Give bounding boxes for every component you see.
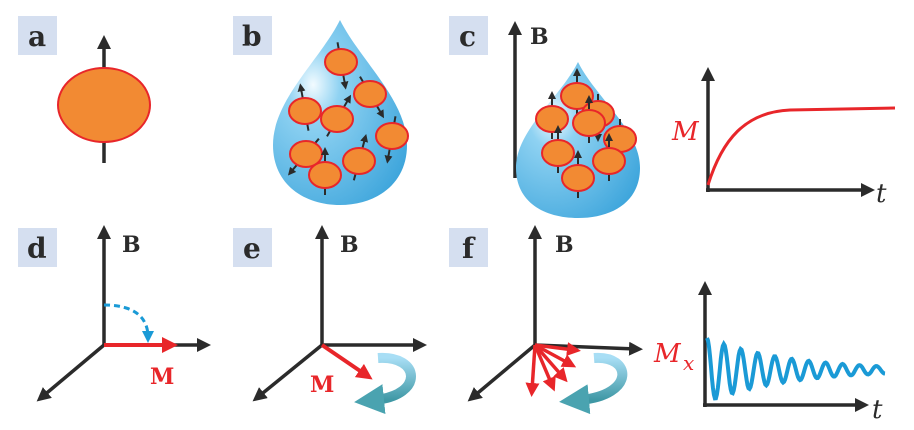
svg-text:M: M bbox=[653, 339, 682, 369]
svg-text:b: b bbox=[242, 20, 262, 53]
svg-text:x: x bbox=[683, 351, 694, 375]
magnetization-vector bbox=[320, 343, 373, 380]
droplet-aligned-spins: B bbox=[508, 21, 640, 218]
tipping-diagram: B M bbox=[36, 225, 211, 402]
rotation-arrow bbox=[354, 352, 416, 415]
panel-label-c: c bbox=[449, 16, 488, 55]
spin bbox=[308, 161, 342, 189]
fid-signal-chart: M x t bbox=[653, 281, 886, 425]
droplet-random-spins bbox=[273, 20, 409, 205]
spin bbox=[561, 164, 595, 192]
buildup-curve bbox=[706, 106, 896, 186]
rotation-arrow bbox=[559, 352, 628, 415]
spin bbox=[353, 80, 387, 108]
dephasing-diagram: B bbox=[467, 225, 643, 415]
fid-curve bbox=[705, 337, 886, 401]
single-spin bbox=[57, 35, 151, 163]
svg-text:B: B bbox=[122, 232, 141, 258]
svg-text:M: M bbox=[310, 372, 334, 398]
tip-arc bbox=[103, 303, 154, 343]
spin bbox=[541, 139, 575, 167]
panel-label-d: d bbox=[18, 228, 57, 267]
svg-text:f: f bbox=[462, 232, 476, 265]
magnetization-buildup-chart: M t bbox=[671, 67, 896, 209]
svg-text:M: M bbox=[150, 364, 174, 390]
panel-label-b: b bbox=[233, 16, 272, 55]
spin bbox=[342, 147, 376, 175]
svg-text:c: c bbox=[459, 20, 476, 53]
dephasing-vectors bbox=[525, 342, 581, 397]
panel-label-f: f bbox=[449, 228, 488, 267]
svg-text:B: B bbox=[340, 232, 359, 258]
svg-text:a: a bbox=[28, 20, 46, 53]
spin bbox=[535, 105, 569, 133]
panel-label-e: e bbox=[233, 228, 272, 267]
svg-text:d: d bbox=[27, 232, 47, 265]
spin bbox=[324, 48, 358, 76]
spin bbox=[592, 147, 626, 175]
svg-text:e: e bbox=[243, 232, 261, 265]
svg-text:M: M bbox=[671, 117, 700, 147]
panel-label-a: a bbox=[18, 16, 57, 55]
spin bbox=[320, 105, 354, 133]
spin bbox=[572, 109, 606, 137]
spin bbox=[288, 97, 322, 125]
spin bbox=[375, 122, 409, 150]
field-label: B bbox=[530, 24, 549, 50]
svg-text:t: t bbox=[876, 179, 887, 209]
svg-text:t: t bbox=[872, 395, 883, 425]
precession-diagram: B M bbox=[252, 225, 427, 415]
svg-text:B: B bbox=[555, 232, 574, 258]
